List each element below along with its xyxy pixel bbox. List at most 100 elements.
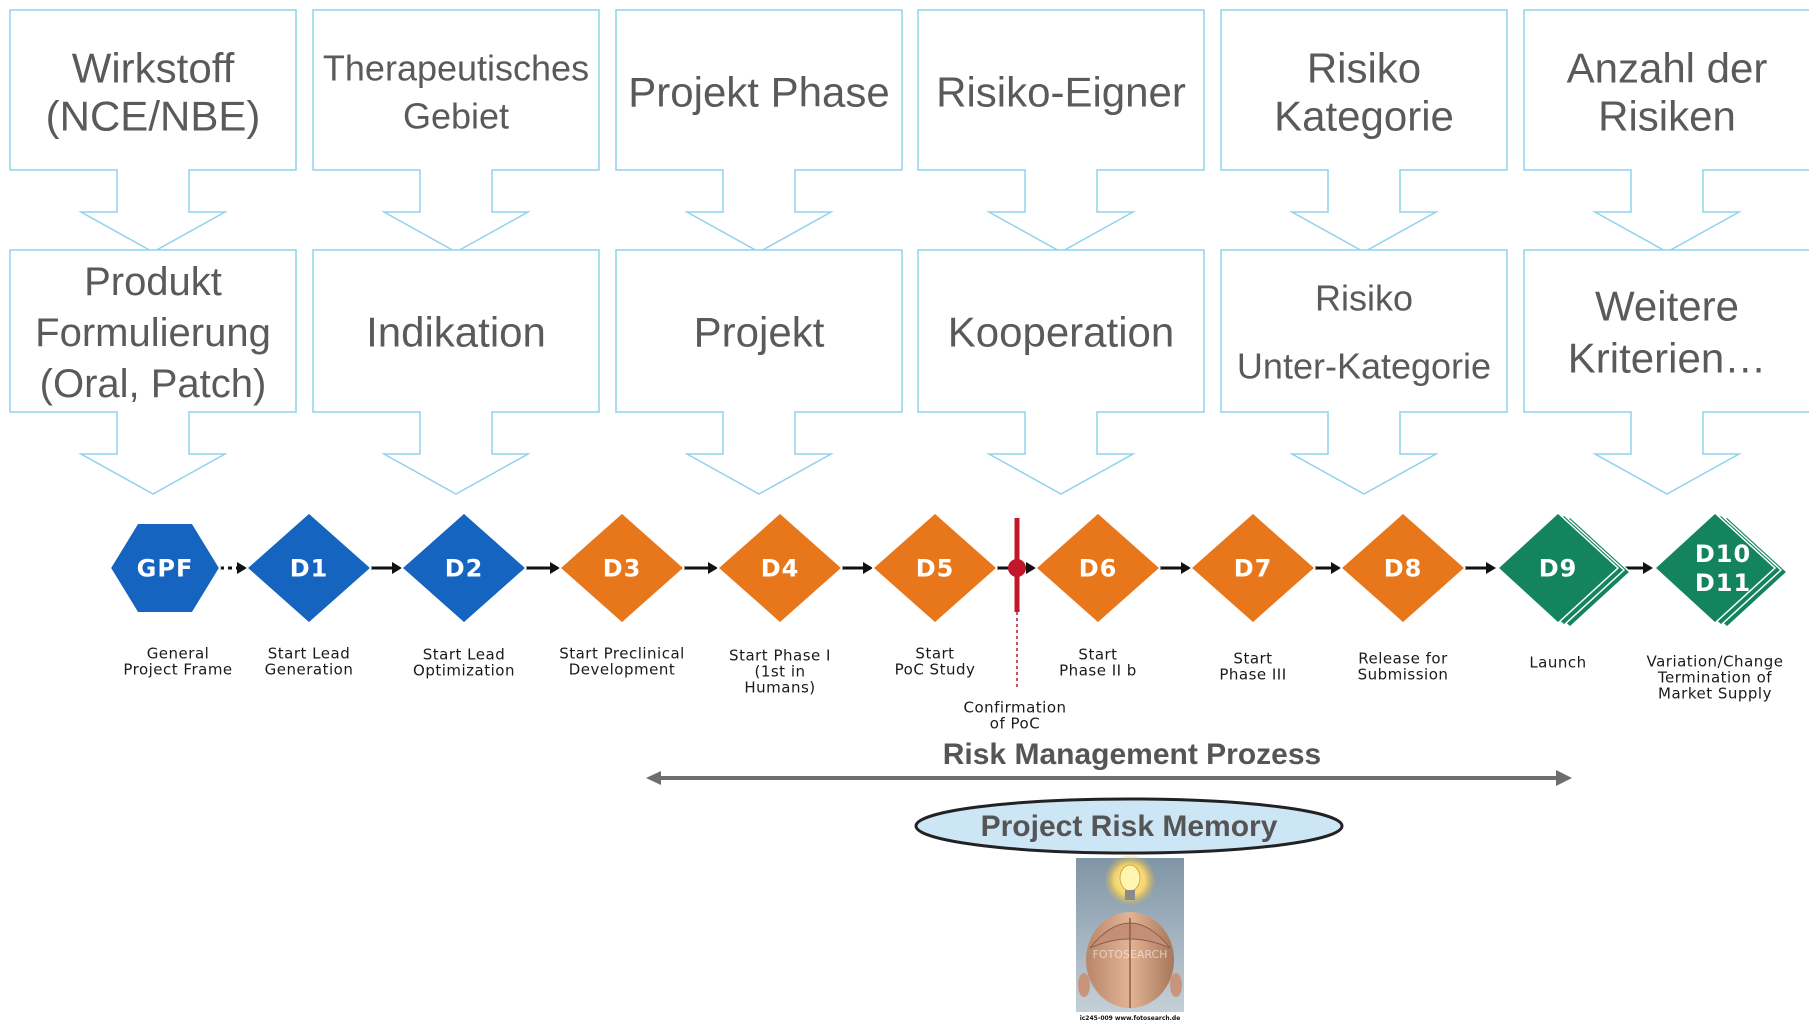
timeline-arrowhead — [392, 562, 402, 574]
milestone-diamond — [1496, 511, 1620, 625]
milestone-label-line: Optimization — [413, 661, 515, 679]
milestone-code: D1 — [290, 554, 329, 582]
middle-callout-label-line: Kooperation — [948, 309, 1175, 356]
milestone-code: GPF — [137, 554, 194, 582]
top-callout-label-line: Risiko — [1307, 45, 1421, 92]
middle-callout-label-line: Projekt — [694, 309, 825, 356]
milestone-label-line: PoC Study — [895, 660, 976, 678]
milestone-hexagon — [108, 522, 222, 614]
milestone-code-line: D3 — [603, 554, 642, 582]
milestone-code-line: D6 — [1079, 554, 1118, 582]
milestone-label-line: Phase II b — [1059, 661, 1137, 679]
timeline-arrowhead — [863, 562, 873, 574]
milestone-label-line: Start — [915, 644, 954, 662]
top-callout-box — [1523, 9, 1809, 253]
middle-callout-box — [9, 249, 297, 495]
middle-callout-label-line: Unter-Kategorie — [1237, 346, 1491, 387]
milestone-code: D6 — [1079, 554, 1118, 582]
top-callout-label-line: Risiken — [1598, 93, 1736, 140]
milestone-diamond — [400, 511, 528, 625]
milestone-code: D9 — [1539, 554, 1578, 582]
middle-callout-label-line: Kriterien… — [1568, 335, 1766, 382]
top-callout-label: Wirkstoff(NCE/NBE) — [46, 45, 261, 140]
milestone-diamond — [245, 511, 373, 625]
middle-callout-box — [312, 249, 600, 495]
risk-process-arrow-right — [1556, 770, 1572, 786]
milestone-label-line: (1st in — [754, 662, 805, 680]
milestone-code-line: D5 — [916, 554, 955, 582]
milestone-label-line: Start Preclinical — [559, 644, 685, 662]
milestone-diamond — [716, 511, 844, 625]
milestone-code: D3 — [603, 554, 642, 582]
middle-callout-label: Kooperation — [948, 309, 1175, 356]
lightbulb-base — [1125, 890, 1135, 900]
middle-callout-box — [1523, 249, 1809, 495]
top-callout-box — [615, 9, 903, 253]
milestone-diamond — [1653, 511, 1777, 625]
milestone-code-line: D8 — [1384, 554, 1423, 582]
middle-callout-label-line: Produkt — [84, 260, 222, 304]
milestone-diamond — [1339, 511, 1467, 625]
timeline-arrowhead — [550, 562, 560, 574]
top-callout-box — [917, 9, 1205, 253]
milestone-label-line: Variation/Change — [1646, 652, 1783, 670]
milestone-diamond — [871, 511, 999, 625]
milestone-code-line: D9 — [1539, 554, 1578, 582]
milestone-code-line: D4 — [761, 554, 800, 582]
lightbulb-icon — [1119, 864, 1141, 892]
top-callout-label-line: Kategorie — [1274, 93, 1454, 140]
photo-caption: ic245-009 www.fotosearch.de — [1080, 1015, 1181, 1022]
milestone-code: D2 — [445, 554, 484, 582]
timeline-arrowhead — [1643, 562, 1653, 574]
milestone-diamond — [1189, 511, 1317, 625]
milestone-label-line: Start — [1078, 645, 1117, 663]
top-callout-box — [1220, 9, 1508, 253]
poc-marker-label-line: Confirmation — [963, 698, 1066, 716]
milestone-label-line: Start Lead — [423, 645, 505, 663]
timeline-arrowhead — [708, 562, 718, 574]
milestone-label-line: Start Lead — [268, 644, 350, 662]
milestone-label-line: Humans) — [744, 678, 815, 696]
middle-callout-label-line: (Oral, Patch) — [40, 362, 267, 406]
milestone-code-line: D10 — [1695, 540, 1751, 568]
top-callout-box — [9, 9, 297, 253]
risk-process-arrow-left — [646, 771, 661, 785]
timeline-arrowhead — [1026, 562, 1036, 574]
milestone-code: D4 — [761, 554, 800, 582]
milestone-code-line: D11 — [1695, 569, 1751, 597]
milestone-label-line: Termination of — [1657, 668, 1772, 686]
timeline-arrowhead — [237, 562, 247, 574]
timeline-arrowhead — [1486, 562, 1496, 574]
milestone-code: D8 — [1384, 554, 1423, 582]
poc-marker-dot — [1008, 559, 1026, 577]
milestone-label-line: Market Supply — [1658, 684, 1772, 702]
project-risk-memory-ellipse — [914, 797, 1344, 855]
milestone-label-line: Submission — [1358, 665, 1449, 683]
top-callout-label-line: Therapeutisches — [323, 48, 589, 89]
middle-callout-label-line: Indikation — [366, 309, 546, 356]
middle-callout-label-line: Formulierung — [35, 311, 271, 355]
milestone-label-line: Project Frame — [123, 660, 232, 678]
milestone-code: D7 — [1234, 554, 1273, 582]
milestone-label-line: Development — [569, 660, 675, 678]
milestone-label-line: General — [147, 644, 210, 662]
middle-callout-label: Projekt — [694, 309, 825, 356]
milestone-code-line: D1 — [290, 554, 329, 582]
middle-callout-box — [615, 249, 903, 495]
milestone-label-line: Generation — [265, 660, 354, 678]
photo-caption-strip — [1076, 1012, 1184, 1022]
middle-callout-label-line: Risiko — [1315, 278, 1413, 319]
top-callout-label-line: Anzahl der — [1567, 45, 1768, 92]
